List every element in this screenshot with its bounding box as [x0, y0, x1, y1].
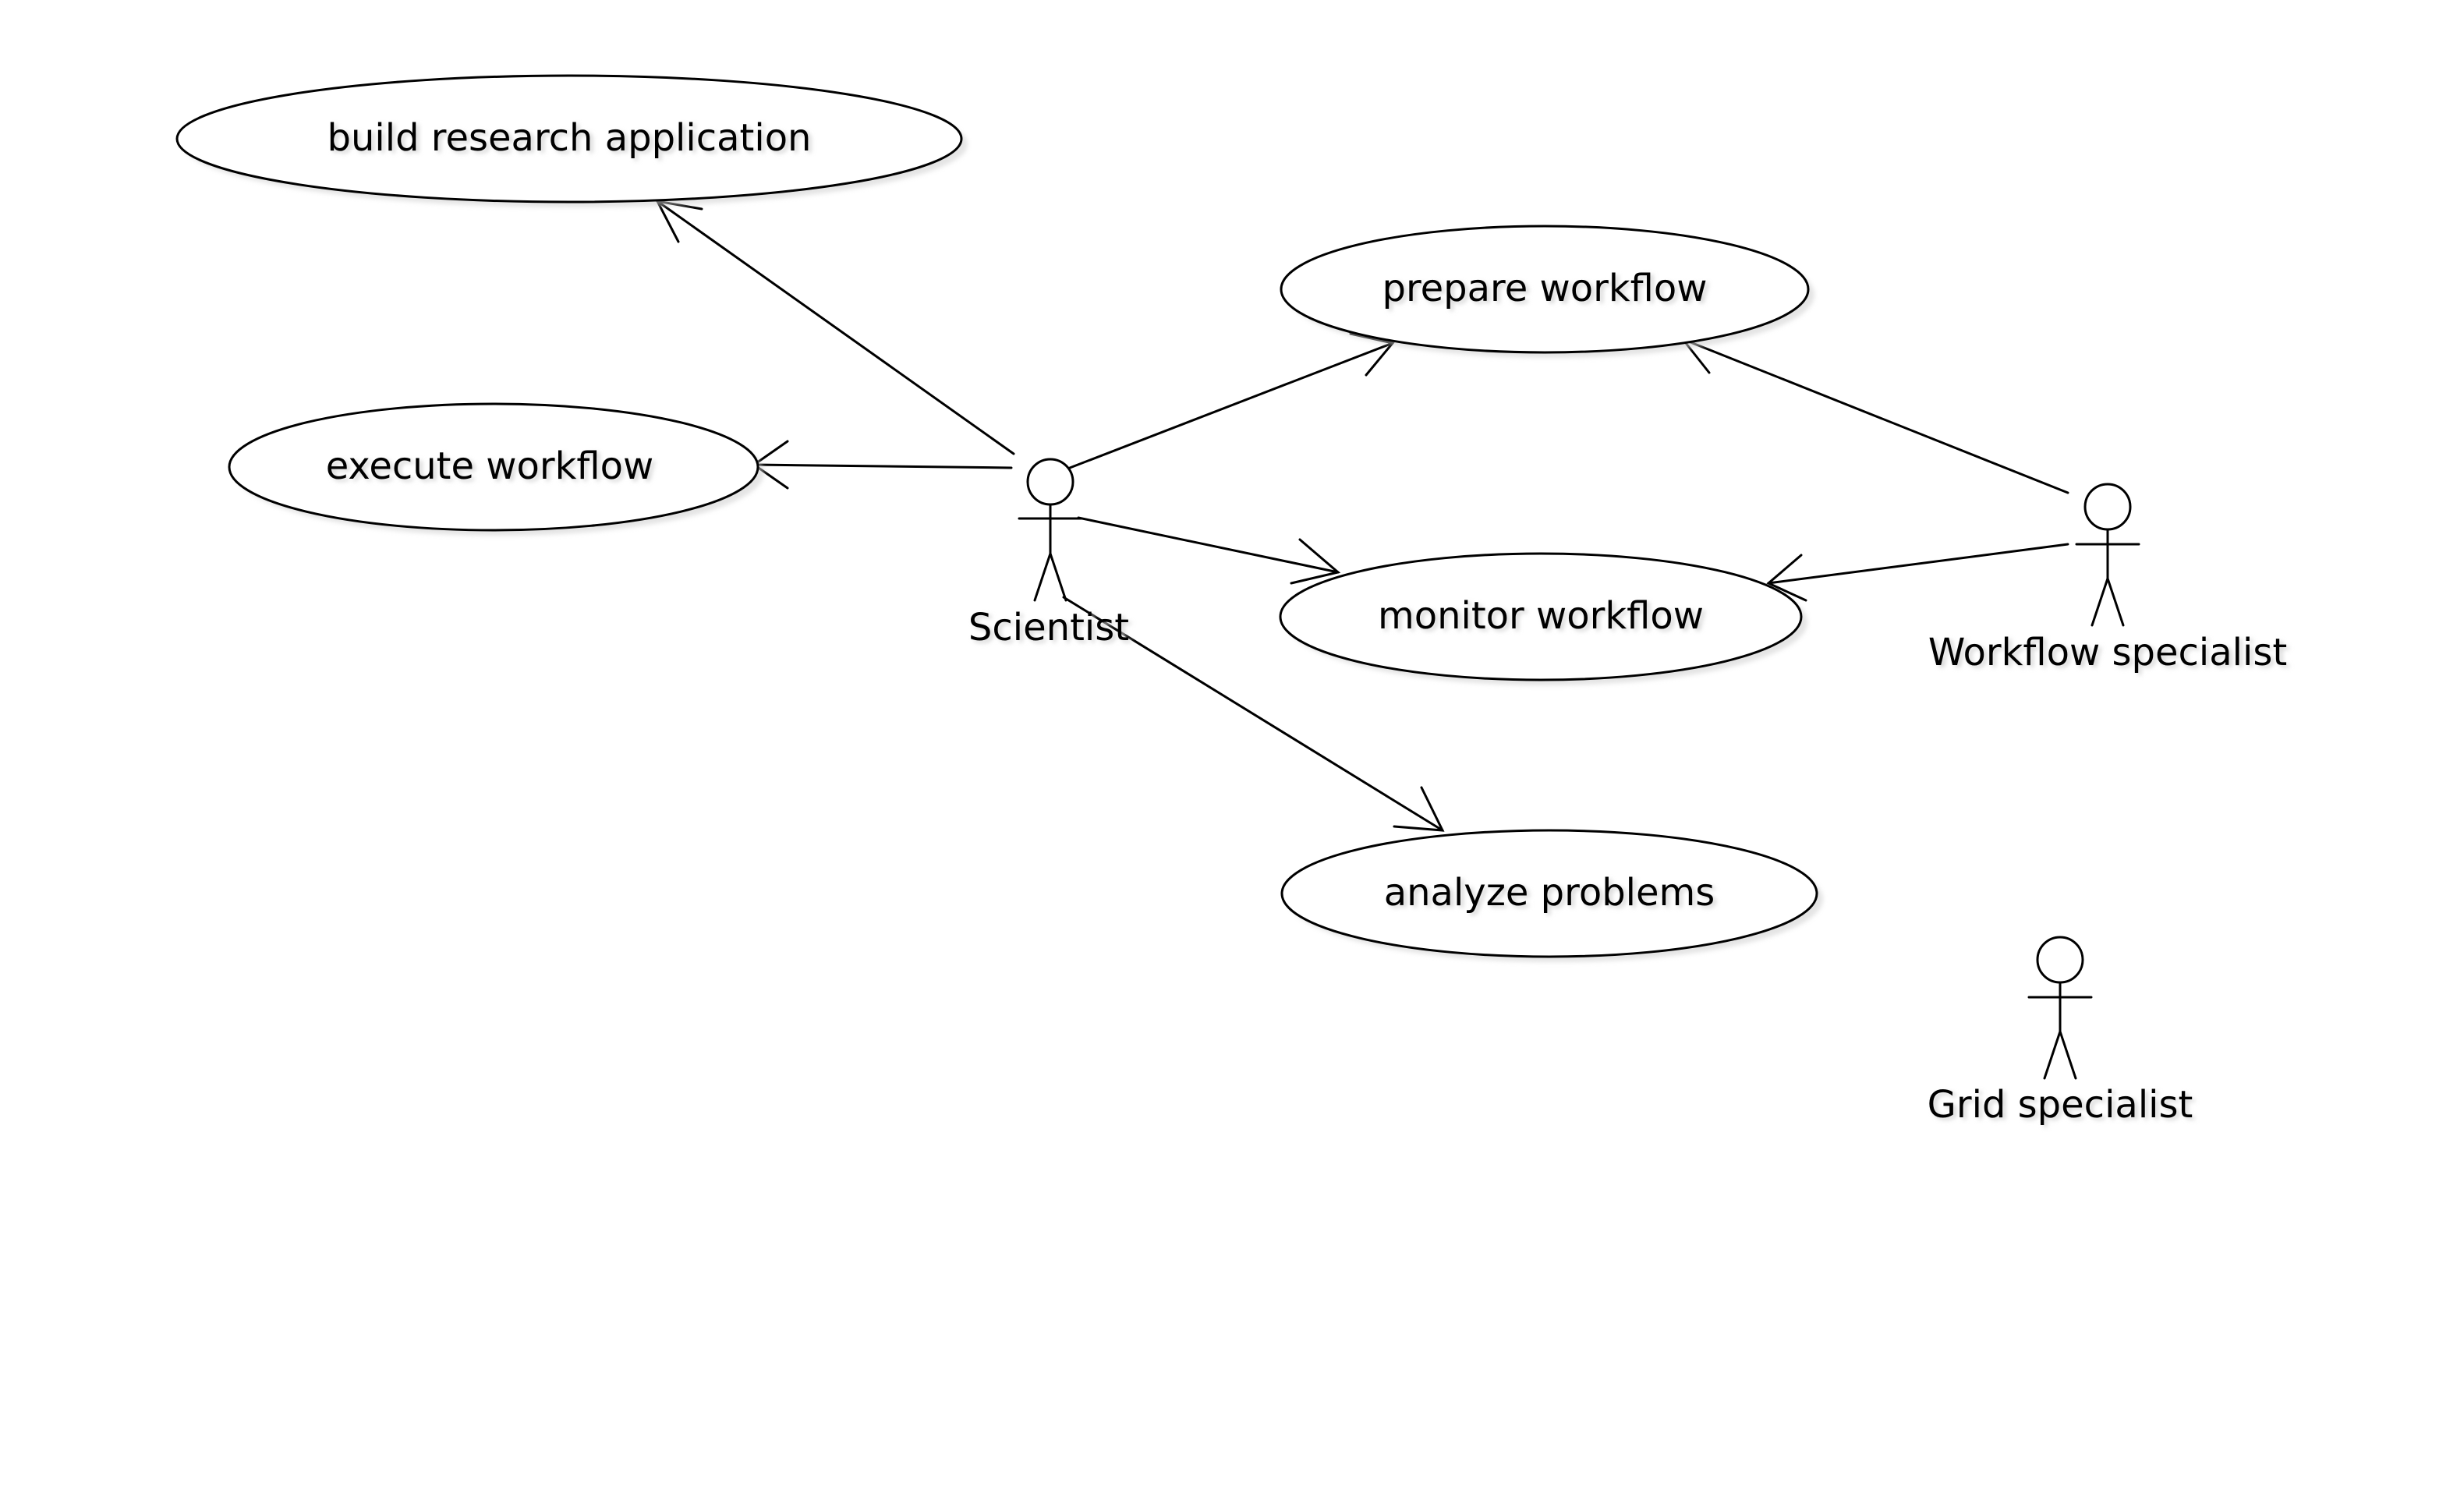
association-workflow-specialist-monitor-workflow[interactable]: [1766, 543, 2069, 602]
actor-label: Scientist: [968, 606, 1129, 649]
use-case-label-shadow: analyze problems: [1387, 873, 1719, 917]
use-case-label-shadow: prepare workflow: [1385, 269, 1710, 313]
use-case-label: analyze problems: [1384, 871, 1715, 915]
use-case-prepare-workflow[interactable]: prepare workflow prepare workflow: [1280, 225, 1814, 358]
use-case-analyze-problems[interactable]: analyze problems analyze problems: [1280, 829, 1823, 962]
use-case-label-shadow: execute workflow: [329, 447, 657, 490]
use-case-label-shadow: build research application: [331, 119, 815, 162]
actor-label-shadow: Grid specialist: [1931, 1085, 2197, 1129]
association-scientist-execute-workflow[interactable]: [752, 440, 1013, 490]
stick-figure-icon: [2075, 483, 2140, 627]
actor-label: Workflow specialist: [1928, 631, 2287, 674]
association-scientist-build-research-application[interactable]: [655, 199, 1015, 455]
association-scientist-prepare-workflow[interactable]: [1068, 332, 1395, 469]
actor-label: Grid specialist: [1928, 1083, 2193, 1127]
stick-figure-icon: [2027, 936, 2093, 1080]
use-case-label: prepare workflow: [1382, 267, 1707, 310]
stick-figure-icon: [1018, 458, 1083, 602]
association-scientist-monitor-workflow[interactable]: [1077, 516, 1341, 585]
use-case-label: monitor workflow: [1378, 594, 1704, 638]
actor-grid-specialist[interactable]: Grid specialist Grid specialist: [1928, 936, 2197, 1129]
use-case-monitor-workflow[interactable]: monitor workflow monitor workflow: [1279, 552, 1807, 685]
use-case-label-shadow: monitor workflow: [1381, 596, 1707, 640]
actor-scientist[interactable]: Scientist Scientist: [968, 458, 1132, 652]
actor-label-shadow: Workflow specialist: [1931, 633, 2290, 677]
use-case-label: build research application: [327, 116, 812, 160]
use-case-label: execute workflow: [326, 444, 654, 488]
association-workflow-specialist-prepare-workflow[interactable]: [1680, 332, 2069, 494]
association-scientist-analyze-problems[interactable]: [1062, 596, 1445, 832]
actor-label-shadow: Scientist: [972, 608, 1132, 652]
use-case-build-research-application[interactable]: build research application build researc…: [175, 74, 968, 207]
use-case-execute-workflow[interactable]: execute workflow execute workflow: [228, 402, 764, 536]
actor-workflow-specialist[interactable]: Workflow specialist Workflow specialist: [1928, 483, 2290, 677]
